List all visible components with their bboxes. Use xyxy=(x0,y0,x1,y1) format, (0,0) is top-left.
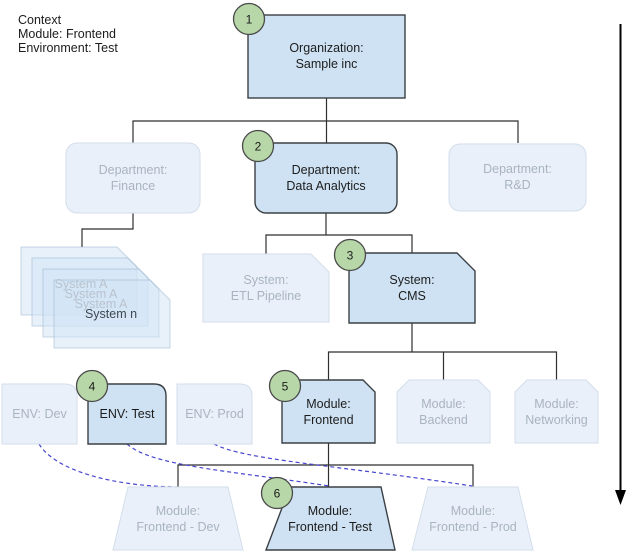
node-module-backend: Module: Backend xyxy=(396,379,491,444)
system-stack-label-n: System n xyxy=(85,307,137,321)
node-instance-frontend-dev-label: Module: xyxy=(156,504,200,518)
step-badge-1-circle xyxy=(232,2,266,36)
step-badge-3-number: 3 xyxy=(347,249,354,263)
node-env-test: ENV: Test xyxy=(87,383,167,445)
step-badge-6-number: 6 xyxy=(274,487,281,501)
system-stack-label-1: System A xyxy=(55,277,108,291)
step-badge-3: 3 xyxy=(333,238,367,272)
node-env-dev-label: ENV: Dev xyxy=(12,407,67,421)
node-env-dev: ENV: Dev xyxy=(1,383,78,445)
step-badge-6-circle xyxy=(260,476,294,510)
node-dept-rnd-shape xyxy=(448,143,587,212)
step-badge-2: 2 xyxy=(241,129,275,163)
node-module-frontend-value: Frontend xyxy=(303,413,353,427)
context-module: Module: Frontend xyxy=(18,27,116,41)
connector-finance-systemstack xyxy=(81,213,134,247)
connector-frontend-instances xyxy=(177,443,474,487)
node-instance-frontend-dev-value: Frontend - Dev xyxy=(136,520,220,534)
node-instance-frontend-prod-shape xyxy=(411,486,534,551)
node-module-backend-label: Module: xyxy=(421,397,465,411)
node-system-etl-value: ETL Pipeline xyxy=(231,289,301,303)
node-module-frontend: Module: Frontend xyxy=(281,379,376,444)
node-module-backend-shape xyxy=(396,379,491,444)
node-system-cms-shape xyxy=(348,252,476,324)
node-module-networking: Module: Networking xyxy=(514,379,599,444)
system-stack-label-3: System A xyxy=(75,297,128,311)
step-badge-3-circle xyxy=(333,238,367,272)
node-instance-frontend-prod-value: Frontend - Prod xyxy=(429,520,517,534)
connector-org-departments xyxy=(132,98,519,143)
node-system-stack: System A System A System A System n xyxy=(20,246,171,349)
step-badge-2-circle xyxy=(241,129,275,163)
node-system-cms-value: CMS xyxy=(398,289,426,303)
node-instance-frontend-dev: Module: Frontend - Dev xyxy=(112,486,244,551)
system-stack-label-2: System A xyxy=(65,287,118,301)
node-system-cms: System: CMS xyxy=(348,252,476,324)
node-env-test-shape xyxy=(87,383,167,445)
node-dept-data-analytics-value: Data Analytics xyxy=(286,179,365,193)
step-badge-5: 5 xyxy=(268,369,302,403)
connector-cms-modules xyxy=(327,323,558,380)
node-system-etl-label: System: xyxy=(243,273,288,287)
node-organization-value: Sample inc xyxy=(296,57,358,71)
node-env-prod: ENV: Prod xyxy=(176,383,253,445)
node-module-frontend-label: Module: xyxy=(306,397,350,411)
node-instance-frontend-prod-label: Module: xyxy=(451,504,495,518)
env-prod-instance-link xyxy=(213,443,473,487)
step-badge-1: 1 xyxy=(232,2,266,36)
connector-dataanalytics-systems xyxy=(265,213,413,254)
node-env-prod-label: ENV: Prod xyxy=(185,407,244,421)
system-stack-card-4 xyxy=(53,279,171,349)
node-dept-data-analytics-shape xyxy=(254,142,398,214)
step-badge-4-circle xyxy=(75,369,109,403)
node-system-cms-label: System: xyxy=(389,273,434,287)
node-env-dev-shape xyxy=(1,383,78,445)
context-title: Context xyxy=(18,13,62,27)
node-instance-frontend-test-label: Module: xyxy=(308,504,352,518)
context-environment: Environment: Test xyxy=(18,41,118,55)
node-dept-finance-label: Department: xyxy=(99,163,168,177)
node-env-test-label: ENV: Test xyxy=(100,407,155,421)
node-organization-shape xyxy=(247,14,406,99)
step-badge-6: 6 xyxy=(260,476,294,510)
step-badge-2-number: 2 xyxy=(255,140,262,154)
node-dept-finance-shape xyxy=(65,142,201,214)
step-badge-1-number: 1 xyxy=(246,13,253,27)
node-instance-frontend-test: Module: Frontend - Test xyxy=(264,486,396,551)
node-dept-data-analytics-label: Department: xyxy=(292,163,361,177)
node-module-networking-shape xyxy=(514,379,599,444)
node-instance-frontend-dev-shape xyxy=(112,486,244,551)
node-module-networking-value: Networking xyxy=(525,413,588,427)
flow-direction-arrow xyxy=(615,24,626,505)
node-instance-frontend-prod: Module: Frontend - Prod xyxy=(411,486,534,551)
node-organization: Organization: Sample inc xyxy=(247,14,406,99)
node-dept-finance: Department: Finance xyxy=(65,142,201,214)
node-instance-frontend-test-shape xyxy=(264,486,396,551)
node-dept-data-analytics: Department: Data Analytics xyxy=(254,142,398,214)
step-badge-4: 4 xyxy=(75,369,109,403)
env-test-instance-link xyxy=(126,443,330,487)
node-env-prod-shape xyxy=(176,383,253,445)
node-dept-rnd: Department: R&D xyxy=(448,143,587,212)
context-block: Context Module: Frontend Environment: Te… xyxy=(18,13,118,55)
node-system-etl-shape xyxy=(202,253,330,323)
step-badge-5-number: 5 xyxy=(282,380,289,394)
node-system-etl: System: ETL Pipeline xyxy=(202,253,330,323)
env-dev-instance-link xyxy=(38,443,178,488)
node-dept-finance-value: Finance xyxy=(111,179,156,193)
node-organization-label: Organization: xyxy=(289,41,363,55)
node-dept-rnd-label: Department: xyxy=(483,162,552,176)
node-module-backend-value: Backend xyxy=(419,413,468,427)
node-module-networking-label: Module: xyxy=(534,397,578,411)
node-dept-rnd-value: R&D xyxy=(504,178,530,192)
step-badge-4-number: 4 xyxy=(89,380,96,394)
node-instance-frontend-test-value: Frontend - Test xyxy=(288,520,372,534)
step-badge-5-circle xyxy=(268,369,302,403)
flow-arrow-head-icon xyxy=(615,490,626,505)
